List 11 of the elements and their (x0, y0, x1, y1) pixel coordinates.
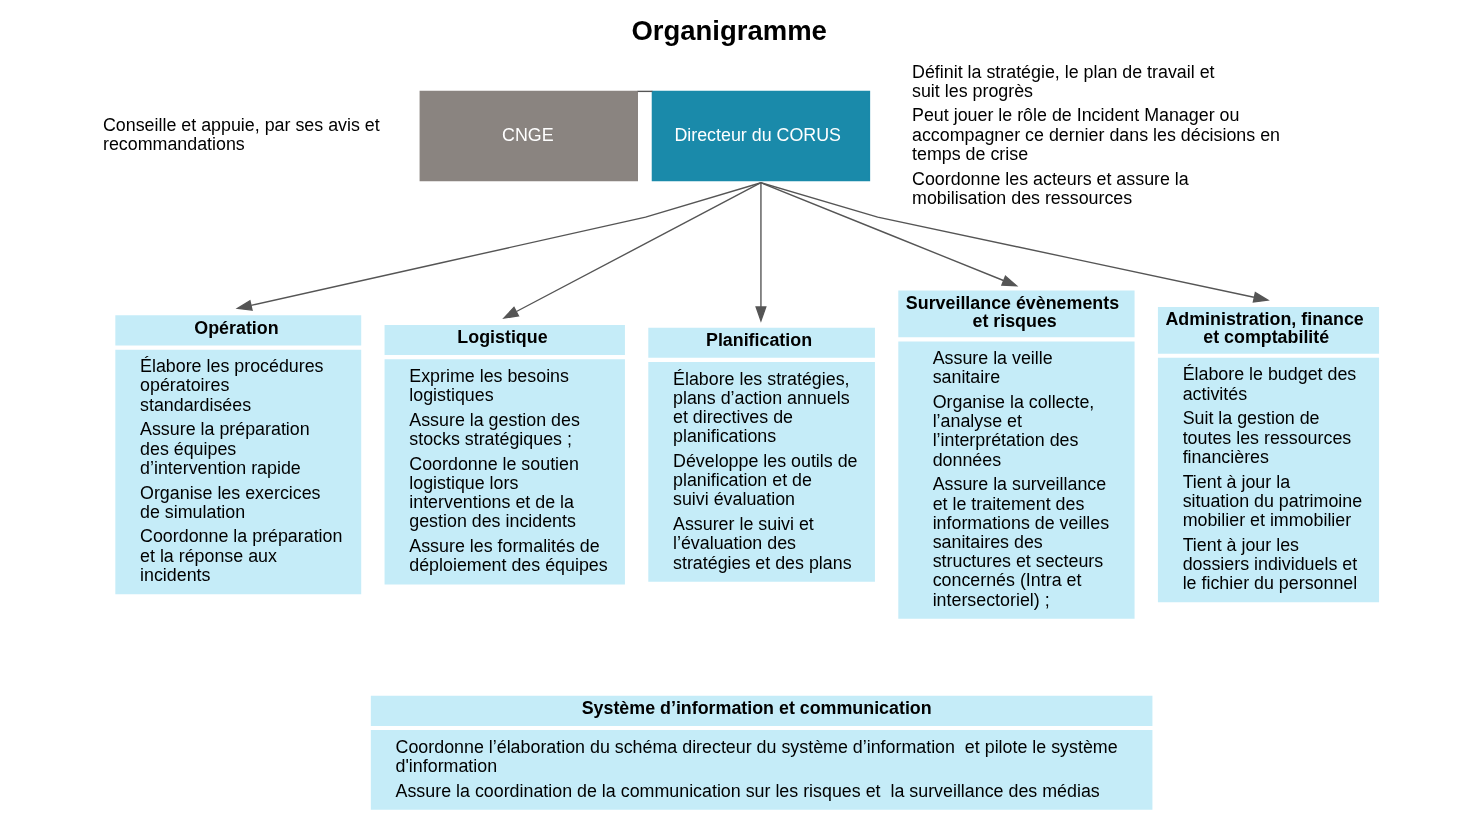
node-box: Directeur du CORUS (651, 90, 871, 182)
node-label: Peut jouer le rôle de Incident Manager ou accompagner ce dernier dans les décisions en temps de crise (912, 105, 1281, 164)
node-label: Conseille et appuie, par ses avis et recommandations (102, 115, 380, 155)
node-label: Définit la stratégie, le plan de travail et suit les progrès (912, 61, 1215, 101)
arrow (235, 182, 762, 311)
diagram-title: Organigramme (631, 14, 827, 46)
arrow (755, 182, 767, 323)
arrow (760, 182, 1270, 303)
node-label: Coordonne les acteurs et assure la mobilisation des ressources (912, 168, 1189, 208)
node-box: CNGE (419, 90, 638, 182)
arrow (502, 182, 762, 319)
